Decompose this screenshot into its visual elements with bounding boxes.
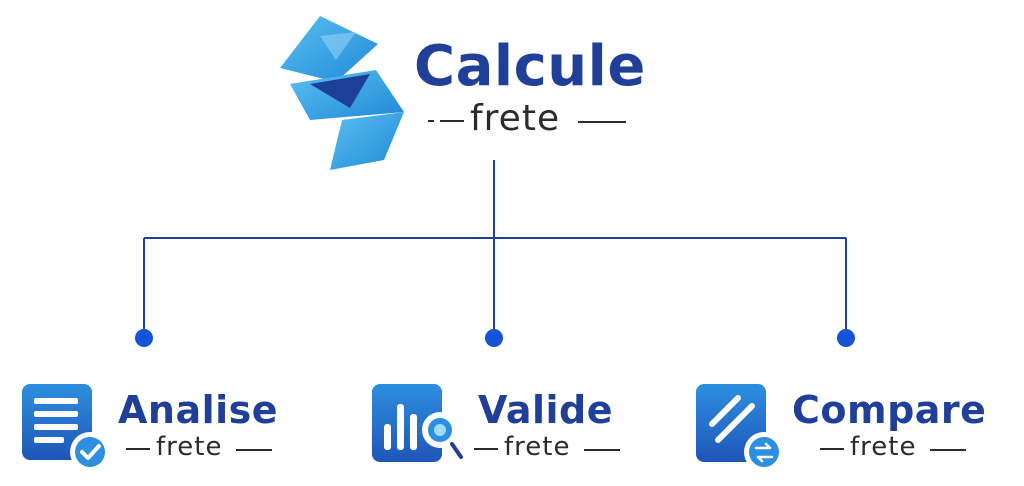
node-valide [485, 329, 503, 347]
valide-sub-tail [584, 448, 620, 451]
brand-sub-dash [440, 120, 464, 122]
analise-sub-text: frete [156, 432, 223, 462]
valide-sub-dash [474, 448, 498, 450]
product-name-analise: Analise [118, 388, 279, 432]
brand-sub-text: frete [470, 98, 561, 139]
node-analise [135, 329, 153, 347]
product-sub-valide: frete [474, 432, 624, 464]
compare-sub-tail [930, 448, 966, 451]
product-name-valide: Valide [478, 388, 613, 432]
document-check-icon [22, 384, 110, 472]
analise-sub-tail [236, 448, 272, 451]
compare-sub-dash [820, 448, 844, 450]
brand-sub: frete [428, 98, 628, 142]
product-name-compare: Compare [792, 388, 987, 432]
compare-swap-icon [696, 384, 784, 472]
tree-connectors [143, 160, 847, 338]
brand-name: Calcule [414, 34, 646, 99]
product-sub-compare: frete [820, 432, 970, 464]
product-sub-analise: frete [126, 432, 276, 464]
node-compare [837, 329, 855, 347]
bar-chart-search-icon [372, 384, 466, 462]
brand-sub-dots [428, 120, 434, 122]
valide-sub-text: frete [504, 432, 571, 462]
compare-sub-text: frete [850, 432, 917, 462]
brand-sub-tail [578, 120, 626, 123]
analise-sub-dash [126, 448, 150, 450]
calcule-logo-icon [280, 16, 404, 170]
